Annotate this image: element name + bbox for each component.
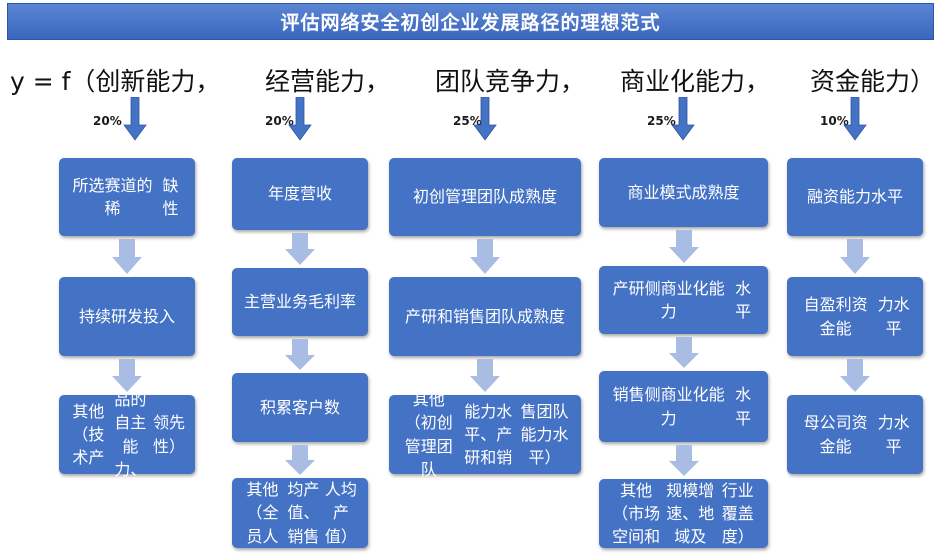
factor-text: 能力水平、产研和销 bbox=[464, 401, 513, 468]
factor-text: 其他（全员人 bbox=[246, 480, 279, 546]
flow-arrow-icon bbox=[112, 359, 142, 392]
factor-text: 水平 bbox=[735, 385, 752, 428]
factor-box: 产研侧商业化能力水平 bbox=[599, 266, 768, 334]
weight-label: 20% bbox=[265, 114, 294, 128]
factor-text: 人均产值） bbox=[324, 480, 357, 546]
formula-term-capital: 资金能力） bbox=[810, 67, 936, 96]
formula-term-commercial: 商业化能力， bbox=[620, 67, 771, 96]
diagram-title: 评估网络安全初创企业发展路径的理想范式 bbox=[7, 3, 934, 40]
factor-box: 母公司资金能力水平 bbox=[787, 395, 923, 474]
weight-arrow-icon bbox=[843, 97, 867, 141]
factor-text: 缺性 bbox=[162, 175, 179, 218]
factor-text: 其他（市场空间和 bbox=[612, 480, 661, 547]
factor-box: 商业模式成熟度 bbox=[599, 158, 768, 227]
factor-text: 母公司资金能 bbox=[803, 413, 868, 456]
formula-term-operating: 经营能力， bbox=[265, 67, 391, 96]
weight-arrow-icon bbox=[473, 97, 497, 141]
factor-text: 产研和销售团队成熟 bbox=[404, 306, 549, 326]
flow-arrow-icon bbox=[668, 230, 699, 263]
factor-text: 率 bbox=[340, 292, 357, 312]
factor-text: 领先性） bbox=[153, 413, 186, 456]
weight-label: 10% bbox=[820, 114, 849, 128]
flow-arrow-icon bbox=[668, 337, 699, 368]
factor-text: 年度营收 bbox=[267, 184, 332, 204]
factor-box: 积累客户数 bbox=[232, 373, 368, 442]
factor-text: 销售侧商业化能力 bbox=[612, 385, 725, 428]
factor-text: 其他（初创管理团队 bbox=[404, 390, 453, 479]
flow-arrow-icon bbox=[470, 239, 500, 274]
weight-label: 25% bbox=[647, 114, 676, 128]
factor-box: 其他（技术产品的自主能力、领先性） bbox=[59, 390, 195, 479]
flow-arrow-icon bbox=[285, 445, 315, 475]
flow-arrow-icon bbox=[285, 233, 315, 265]
factor-box: 年度营收 bbox=[232, 158, 368, 230]
factor-box: 初创管理团队成熟度 bbox=[389, 158, 581, 236]
factor-text: 水平 bbox=[735, 278, 752, 321]
factor-box: 产研和销售团队成熟度 bbox=[389, 277, 581, 356]
factor-box: 主营业务毛利率 bbox=[232, 268, 368, 336]
factor-box: 融资能力水平 bbox=[787, 158, 923, 236]
factor-box: 其他（初创管理团队能力水平、产研和销售团队能力水平） bbox=[389, 390, 581, 479]
factor-text: 初创管理团队成熟度 bbox=[412, 187, 557, 207]
factor-text: 融资能力水平 bbox=[806, 187, 903, 207]
weight-arrow-icon bbox=[123, 97, 147, 141]
factor-text: 自盈利资金能 bbox=[803, 295, 868, 338]
factor-box: 自盈利资金能力水平 bbox=[787, 277, 923, 356]
factor-box: 所选赛道的稀缺性 bbox=[59, 158, 195, 236]
flow-arrow-icon bbox=[840, 239, 870, 274]
flow-arrow-icon bbox=[668, 445, 699, 476]
factor-text: 主营业务毛利 bbox=[243, 292, 340, 312]
formula-prefix: y = f（创新能力， bbox=[10, 67, 221, 96]
factor-text: 均产值、销售 bbox=[287, 480, 320, 546]
factor-box: 销售侧商业化能力水平 bbox=[599, 371, 768, 442]
flow-arrow-icon bbox=[840, 359, 870, 392]
weight-label: 20% bbox=[93, 114, 122, 128]
factor-text: 力水平 bbox=[877, 295, 910, 338]
flow-arrow-icon bbox=[285, 339, 315, 370]
factor-text: 力水平 bbox=[877, 413, 910, 456]
formula-term-team: 团队竞争力， bbox=[435, 67, 586, 96]
factor-text: 品的自主能力、 bbox=[114, 390, 147, 479]
factor-text: 积累客户数 bbox=[259, 397, 340, 417]
factor-text: 规模增速、地域及 bbox=[666, 480, 715, 547]
flow-arrow-icon bbox=[112, 239, 142, 274]
factor-text: 行业覆盖度） bbox=[721, 480, 754, 547]
factor-text: 度 bbox=[549, 306, 566, 326]
factor-box: 其他（全员人均产值、销售人均产值） bbox=[232, 478, 368, 548]
factor-text: 持续研发投入 bbox=[78, 306, 175, 326]
factor-box: 持续研发投入 bbox=[59, 277, 195, 356]
factor-box: 其他（市场空间和规模增速、地域及行业覆盖度） bbox=[599, 479, 768, 548]
weight-arrow-icon bbox=[671, 97, 695, 141]
factor-text: 其他（技术产 bbox=[72, 401, 105, 468]
weight-arrow-icon bbox=[288, 97, 312, 141]
flow-arrow-icon bbox=[470, 359, 500, 392]
factor-text: 售团队能力水平） bbox=[520, 401, 569, 468]
weight-label: 25% bbox=[453, 114, 482, 128]
factor-text: 所选赛道的稀 bbox=[72, 175, 153, 218]
factor-text: 产研侧商业化能力 bbox=[612, 278, 725, 321]
factor-text: 商业模式成熟度 bbox=[627, 182, 740, 202]
